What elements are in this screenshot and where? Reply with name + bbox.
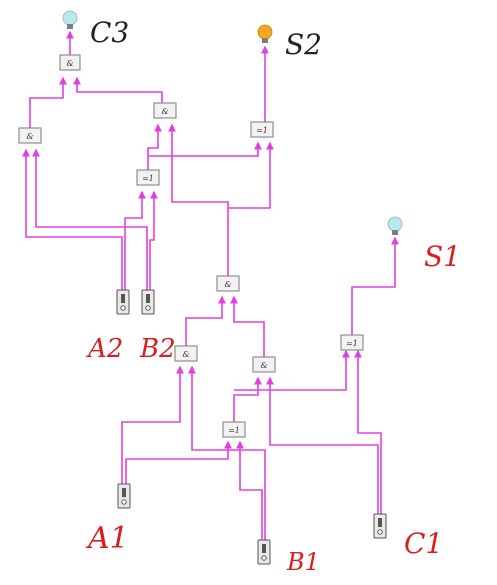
gate-lower-xor: =1 — [222, 421, 246, 438]
wire-c1-to-s1-xor — [354, 349, 382, 514]
label-c1: C1 — [404, 527, 443, 560]
lamp-s1-bulb-icon — [387, 216, 403, 235]
label-a1: A1 — [85, 521, 129, 556]
gate-label: =1 — [346, 339, 358, 348]
gate-lower-and-right: & — [252, 356, 276, 373]
gate-label: & — [161, 107, 168, 116]
label-b2: B2 — [139, 334, 176, 364]
label-s2: S2 — [285, 28, 322, 61]
gate-s1-xor: =1 — [340, 334, 364, 351]
gate-c3-and: & — [59, 54, 81, 71]
wire-left-and-to-c3 — [29, 76, 67, 128]
wire-b2-to-left-and — [32, 148, 148, 290]
wire-b1-to-lower-and-left — [188, 365, 266, 540]
wire-b2-to-upper-xor — [149, 190, 158, 290]
wire-a1-to-lower-xor — [125, 440, 232, 484]
label-c3: C3 — [90, 16, 129, 49]
gate-label: & — [224, 280, 231, 289]
gate-label: & — [260, 361, 267, 370]
wire-lower-xor-to-lower-and-right — [233, 376, 262, 422]
gate-s2-xor: =1 — [250, 121, 274, 138]
wire-upper-xor-to-upper-and — [147, 123, 162, 170]
wire-a2-to-left-and — [22, 148, 123, 290]
wire-a2-to-upper-xor — [124, 190, 146, 290]
switch-b2-toggle[interactable] — [141, 289, 155, 315]
gate-left-and: & — [18, 127, 42, 144]
gate-upper-xor: =1 — [136, 169, 160, 186]
wire-c1-to-lower-and-right — [266, 376, 379, 514]
wire-lower-and-right-to-mid-and — [230, 295, 265, 357]
wire-a1-to-lower-and-left — [121, 365, 184, 484]
gate-label: =1 — [142, 174, 154, 183]
gate-label: & — [26, 132, 33, 141]
gate-upper-and: & — [153, 102, 177, 119]
wire-s1-out — [351, 236, 399, 335]
label-b1: B1 — [286, 548, 320, 576]
wire-mid-and-to-s2-xor — [228, 141, 274, 209]
gate-label: & — [66, 59, 73, 68]
label-a2: A2 — [86, 334, 123, 364]
gate-label: & — [182, 350, 189, 359]
wire-lower-and-left-to-mid-and — [185, 295, 226, 346]
wire-mid-and-to-upper-and — [168, 123, 229, 276]
gate-label: =1 — [228, 426, 240, 435]
lamp-c3-bulb-icon — [62, 10, 78, 29]
wire-upper-xor-to-s2-xor — [148, 141, 262, 157]
gate-lower-and-left: & — [174, 345, 198, 362]
wire-b1-to-lower-xor — [236, 440, 263, 540]
switch-a2-toggle[interactable] — [116, 289, 130, 315]
wires — [22, 30, 399, 540]
gate-mid-and: & — [216, 275, 240, 292]
gate-label: =1 — [256, 126, 268, 135]
wire-upper-and-to-c3 — [73, 76, 163, 103]
switch-c1-toggle[interactable] — [373, 513, 387, 539]
switch-a1-toggle[interactable] — [117, 483, 131, 509]
wire-lower-xor-to-s1-xor — [234, 349, 350, 391]
lamp-s2-bulb-icon — [257, 24, 273, 43]
switch-b1-toggle[interactable] — [257, 539, 271, 565]
label-s1: S1 — [424, 240, 461, 273]
